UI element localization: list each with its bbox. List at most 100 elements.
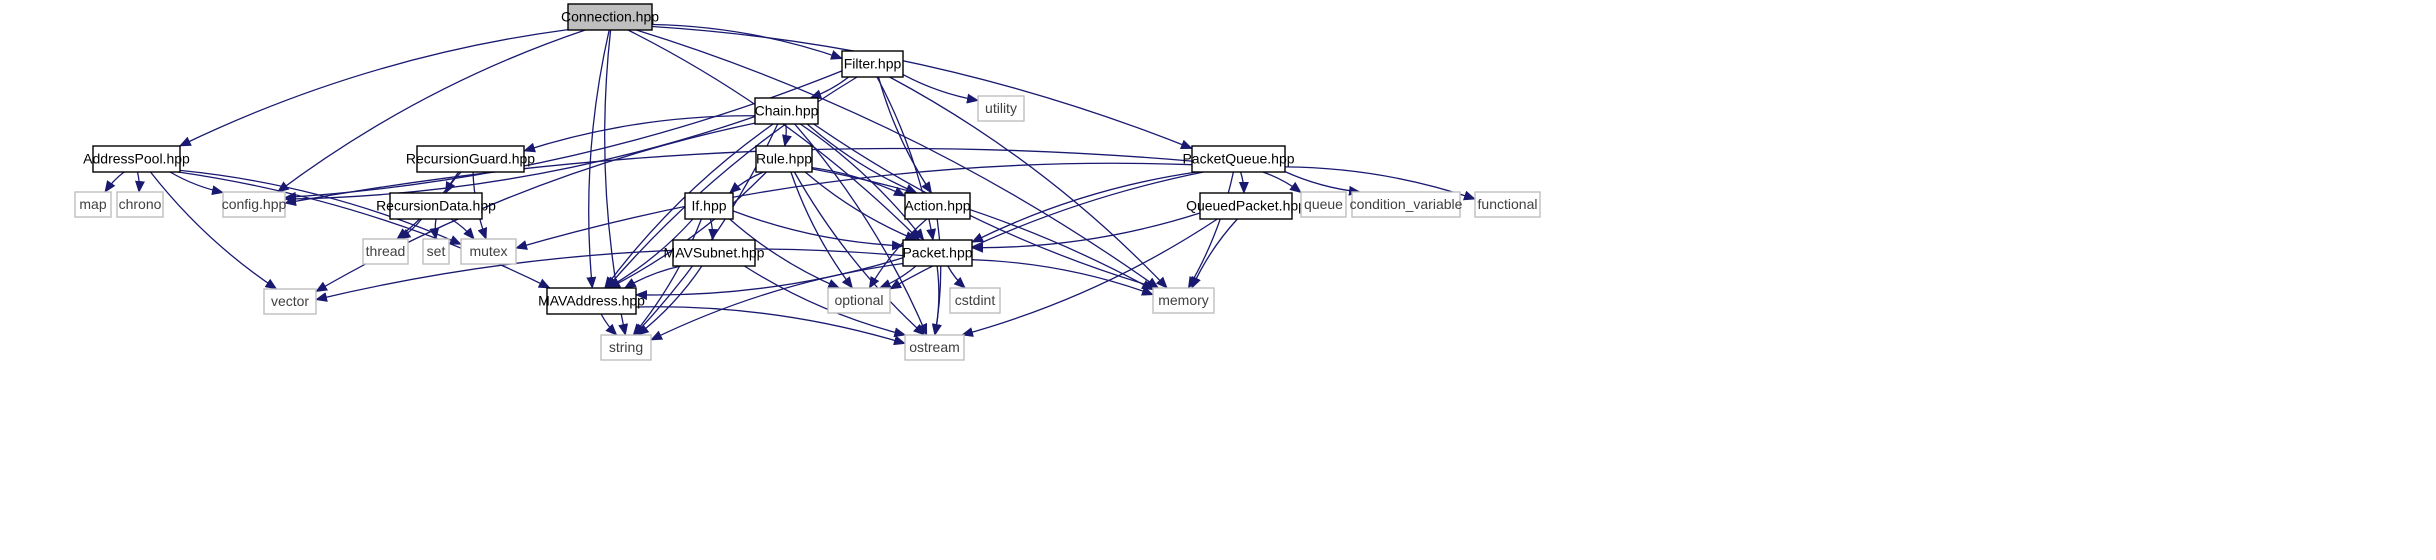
node-mavsubnet[interactable]: MAVSubnet.hpp [664, 239, 765, 267]
node-if[interactable]: If.hpp [684, 192, 734, 220]
edge-connection-to-addresspool [178, 28, 569, 147]
edge-chain-to-recursionguard [523, 115, 756, 153]
edge-packetqueue-to-mutex [515, 162, 1193, 250]
node-recursiondata[interactable]: RecursionData.hpp [376, 192, 496, 220]
node-queuedpacket[interactable]: QueuedPacket.hpp [1186, 192, 1306, 220]
node-box [1474, 191, 1541, 218]
node-label: MAVSubnet.hpp [664, 245, 765, 261]
edge-if-to-optional [729, 218, 841, 289]
node-connection[interactable]: Connection.hpp [561, 3, 659, 31]
node-label: config.hpp [222, 196, 287, 212]
edge-packetqueue-to-memory [1187, 171, 1235, 289]
node-label: Filter.hpp [844, 56, 902, 72]
node-label: optional [834, 292, 883, 308]
edge-chain-to-rule [782, 123, 792, 147]
edge [868, 218, 928, 289]
node-box [116, 191, 164, 218]
edge [632, 218, 703, 336]
edge [284, 147, 1193, 207]
edge [586, 29, 610, 289]
edge [743, 265, 907, 338]
edge [961, 218, 1218, 337]
edge [600, 313, 618, 336]
edge-recursiondata-to-thread [398, 218, 423, 240]
node-box [754, 97, 819, 125]
edge [889, 171, 1204, 290]
edge-recursiondata-to-mutex [450, 218, 475, 240]
edge [809, 76, 850, 100]
edge-packet-to-cstdint [947, 265, 966, 289]
edge-if-to-mavaddress [606, 218, 694, 289]
node-box [827, 287, 891, 314]
node-packetqueue[interactable]: PacketQueue.hpp [1182, 145, 1295, 173]
node-packet[interactable]: Packet.hpp [902, 239, 973, 267]
node-box [904, 334, 965, 361]
edge [1191, 218, 1238, 289]
node-box [672, 239, 756, 267]
edge [169, 171, 224, 196]
node-label: Packet.hpp [902, 245, 972, 261]
edge-rule-to-if [728, 171, 764, 194]
node-label: AddressPool.hpp [83, 151, 190, 167]
node-box [389, 192, 483, 220]
node-ostream: ostream [904, 334, 965, 361]
node-mutex: mutex [460, 238, 517, 265]
node-label: MAVAddress.hpp [538, 293, 645, 309]
edge-packetqueue-to-packet [971, 171, 1197, 243]
edge-mavaddress-to-string [600, 313, 618, 336]
node-box [222, 191, 286, 218]
node-box [755, 145, 813, 173]
node-action[interactable]: Action.hpp [904, 192, 971, 220]
edge-connection-to-filter [651, 23, 843, 60]
node-box [460, 238, 517, 265]
edge [732, 210, 904, 251]
node-functional: functional [1474, 191, 1541, 218]
edge [782, 123, 792, 147]
edge [971, 259, 1154, 296]
node-filter[interactable]: Filter.hpp [841, 50, 904, 78]
edge [708, 218, 719, 241]
node-label: QueuedPacket.hpp [1186, 198, 1306, 214]
edge [398, 218, 423, 240]
edge [1187, 171, 1235, 289]
edge-chain-to-mavaddress [604, 123, 774, 289]
node-box [422, 238, 450, 265]
node-mavaddress[interactable]: MAVAddress.hpp [538, 287, 645, 315]
edge-packet-to-optional [878, 265, 917, 289]
node-box [1199, 192, 1293, 220]
edge-layer [104, 23, 1476, 346]
edge-rule-to-ostream [793, 171, 926, 336]
node-thread: thread [362, 238, 409, 265]
edge-filter-to-utility [902, 74, 979, 104]
node-label: PacketQueue.hpp [1182, 151, 1294, 167]
edge-addresspool-to-chrono [134, 171, 145, 193]
edge-packet-to-ostream [932, 265, 942, 336]
node-condvar: condition_variable [1350, 191, 1463, 218]
edge [650, 262, 904, 341]
edge [429, 218, 440, 240]
edge [636, 265, 703, 336]
node-box [1152, 287, 1215, 314]
edge-mavsubnet-to-mavaddress [623, 265, 681, 289]
edge-if-to-packet [732, 210, 904, 251]
node-box [1191, 145, 1286, 173]
node-label: vector [271, 293, 309, 309]
node-label: condition_variable [1350, 196, 1463, 212]
edge [971, 212, 1201, 253]
node-addresspool[interactable]: AddressPool.hpp [83, 145, 190, 173]
node-chain[interactable]: Chain.hpp [754, 97, 819, 125]
node-box [362, 238, 409, 265]
edge-recursionguard-to-recursiondata [444, 171, 462, 194]
edge [932, 265, 942, 336]
edge [651, 23, 843, 60]
node-memory: memory [1152, 287, 1215, 314]
node-label: functional [1478, 196, 1538, 212]
node-rule[interactable]: Rule.hpp [755, 145, 813, 173]
edge [315, 248, 904, 302]
edge [606, 218, 694, 289]
node-recursionguard[interactable]: RecursionGuard.hpp [406, 145, 535, 173]
node-utility: utility [977, 95, 1025, 122]
node-label: string [609, 339, 643, 355]
node-optional: optional [827, 287, 891, 314]
